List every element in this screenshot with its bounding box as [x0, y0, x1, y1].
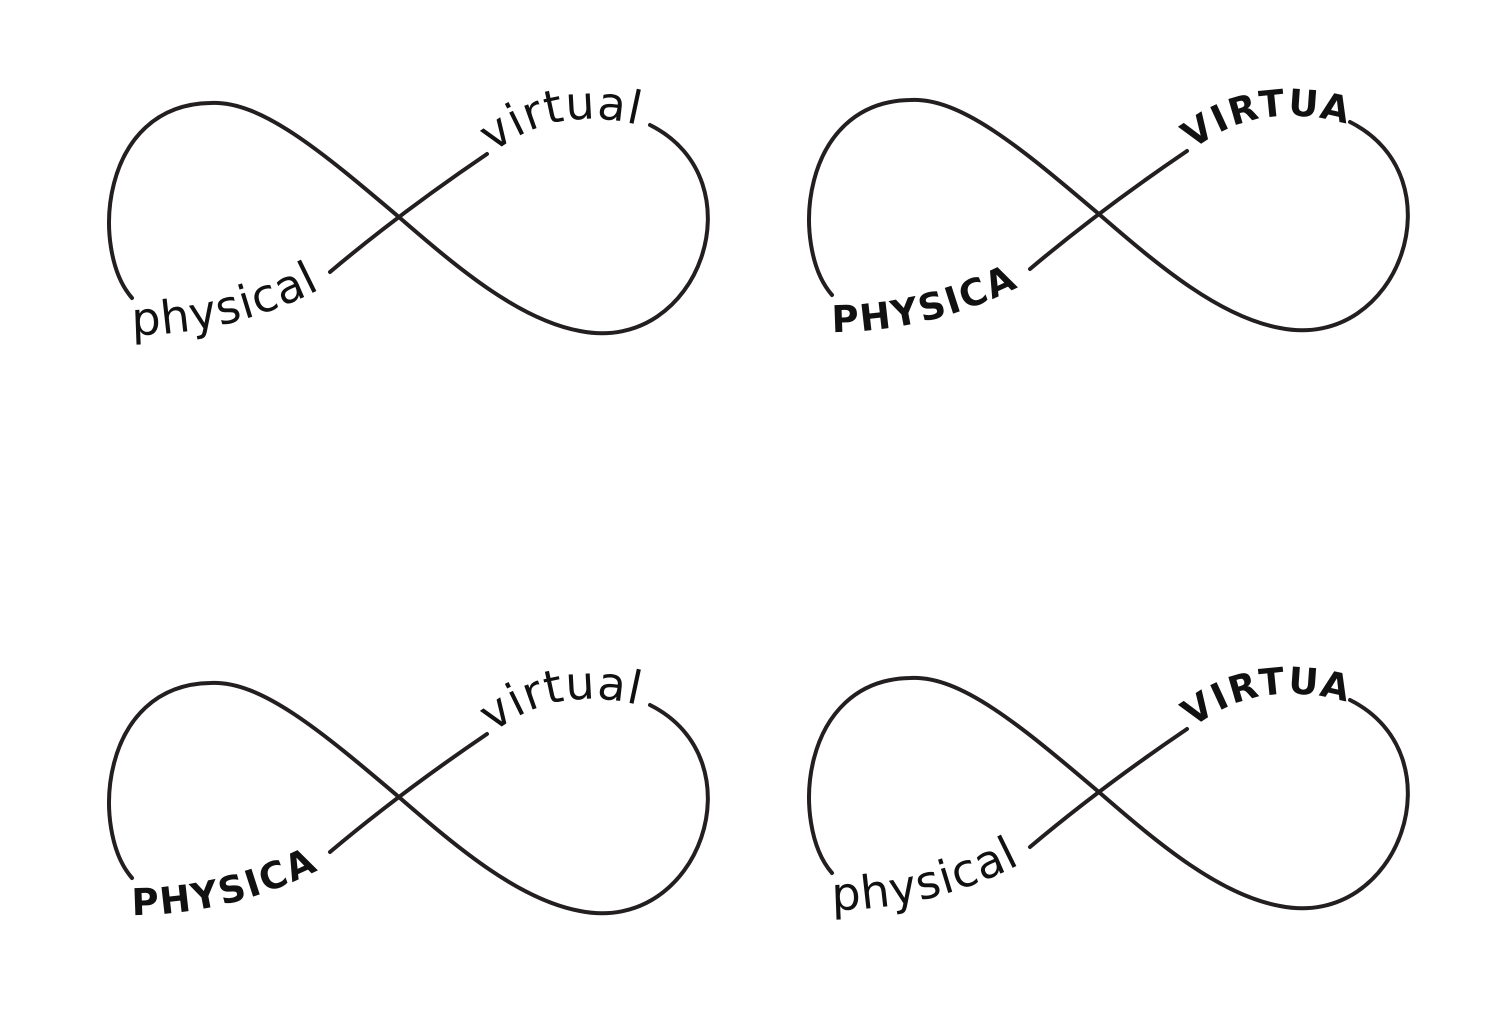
virtual-label-text: virtual — [469, 655, 647, 741]
infinity-loop-stroke — [107, 680, 710, 916]
virtual-label-text: virtual — [469, 75, 647, 161]
virtual-label-text: VIRTUAL — [687, 0, 1353, 157]
physical-label: physical — [130, 250, 326, 346]
physical-label-text: physical — [130, 250, 325, 346]
infinity-loop-stroke — [807, 97, 1410, 333]
virtual-label: VIRTUAL — [687, 541, 1355, 735]
physical-label: physical — [830, 825, 1026, 921]
virtual-label: virtual — [469, 655, 648, 741]
infinity-logo-4: physical VIRTUAL — [687, 541, 1410, 921]
physical-label-text: physical — [830, 825, 1025, 921]
virtual-label: VIRTUAL — [687, 0, 1355, 157]
infinity-loop-stroke — [807, 675, 1410, 911]
physical-label-text: PHYSICAL — [0, 546, 322, 924]
infinity-logo-2: PHYSICAL VIRTUAL — [687, 0, 1410, 341]
virtual-label-text: VIRTUAL — [687, 541, 1353, 735]
infinity-logo-3: PHYSICAL virtual — [0, 546, 710, 924]
infinity-logo-1: physical virtual — [107, 75, 710, 346]
virtual-label: virtual — [469, 75, 648, 161]
physical-label: PHYSICAL — [687, 0, 1024, 341]
infinity-loop-stroke — [107, 100, 710, 336]
physical-label-text: PHYSICAL — [687, 0, 1022, 341]
physical-label: PHYSICAL — [0, 546, 324, 924]
